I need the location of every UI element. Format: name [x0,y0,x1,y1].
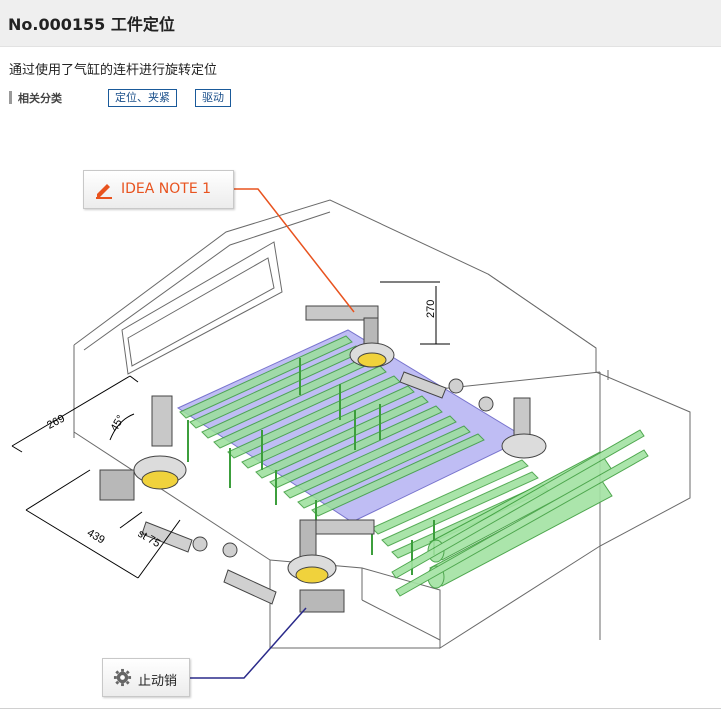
rollers [391,429,649,597]
stop-pin-leader [188,607,307,679]
idea-note-label: IDEA NOTE 1 [121,181,212,197]
link-mechanism-right [501,397,547,459]
link-mechanism-bottom [287,519,375,613]
dimension-lines [11,281,450,579]
page-title: No.000155 工件定位 [8,15,175,34]
dim-439: 439 [85,527,107,547]
dim-270: 270 [425,300,437,318]
bottom-divider [0,708,721,709]
idea-note-leader [232,188,355,313]
stop-pin-button[interactable]: 止动销 [102,658,190,697]
category-marker [9,91,12,104]
dim-45: 45° [108,413,127,433]
tag-drive[interactable]: 驱动 [195,89,231,107]
gear-icon [113,668,132,687]
link-mechanism-top [305,305,395,368]
header-bar: No.000155 工件定位 [0,0,721,47]
rods [179,335,549,559]
description-text: 通过使用了气缸的连杆进行旋转定位 [9,63,218,78]
idea-note-button[interactable]: IDEA NOTE 1 [83,170,234,209]
stop-pin-label: 止动销 [138,674,178,689]
air-cylinders [141,371,494,605]
tag-positioning-clamping[interactable]: 定位、夹紧 [108,89,177,107]
pencil-icon [96,184,112,199]
category-label: 相关分类 [18,92,62,105]
link-mechanism-left [99,395,187,501]
